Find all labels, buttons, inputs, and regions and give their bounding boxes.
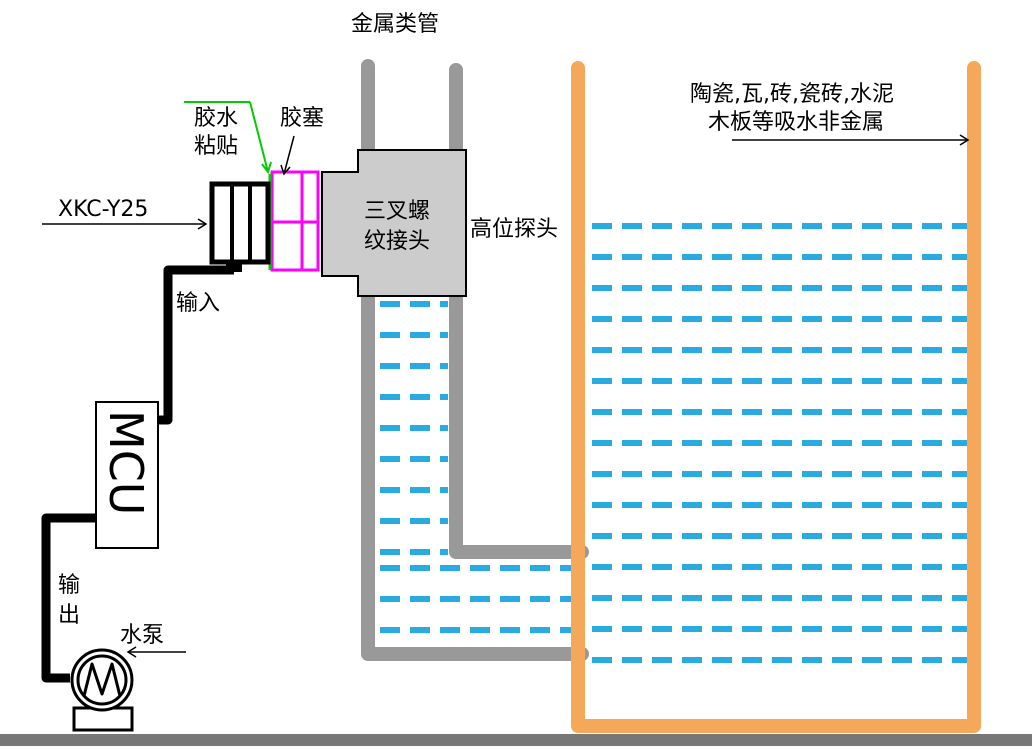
output-wire xyxy=(41,513,100,683)
high-probe-label: 高位探头 xyxy=(470,217,558,242)
tank-wall xyxy=(571,61,981,733)
tee-label-line2: 纹接头 xyxy=(364,229,430,254)
sensor-model-label: XKC-Y25 xyxy=(58,197,148,222)
rubber-plug xyxy=(270,170,320,272)
mcu-box xyxy=(95,401,159,549)
metal-pipe-label: 金属类管 xyxy=(351,12,439,37)
glue-label-line2: 粘贴 xyxy=(194,134,238,159)
water-pump xyxy=(70,648,134,732)
sensor-xkc-y25 xyxy=(209,181,271,272)
mcu-label: MCU xyxy=(99,410,153,515)
arrows xyxy=(42,134,970,658)
tank-label-line1: 陶瓷,瓦,砖,瓷砖,水泥 xyxy=(690,82,894,107)
tank-water xyxy=(592,223,968,663)
glue-label-line1: 胶水 xyxy=(194,106,238,131)
pump-label: 水泵 xyxy=(120,623,164,648)
input-label: 输入 xyxy=(176,291,220,316)
output-label-line2: 出 xyxy=(58,603,80,628)
output-label-line1: 输 xyxy=(58,573,80,598)
tee-label-line1: 三叉螺 xyxy=(364,199,430,224)
tee-fitting xyxy=(321,149,467,297)
glue-arrow xyxy=(184,101,272,175)
pipe-water xyxy=(380,301,574,633)
rubber-plug-label: 胶塞 xyxy=(280,106,324,131)
tank-label-line2: 木板等吸水非金属 xyxy=(708,110,884,135)
